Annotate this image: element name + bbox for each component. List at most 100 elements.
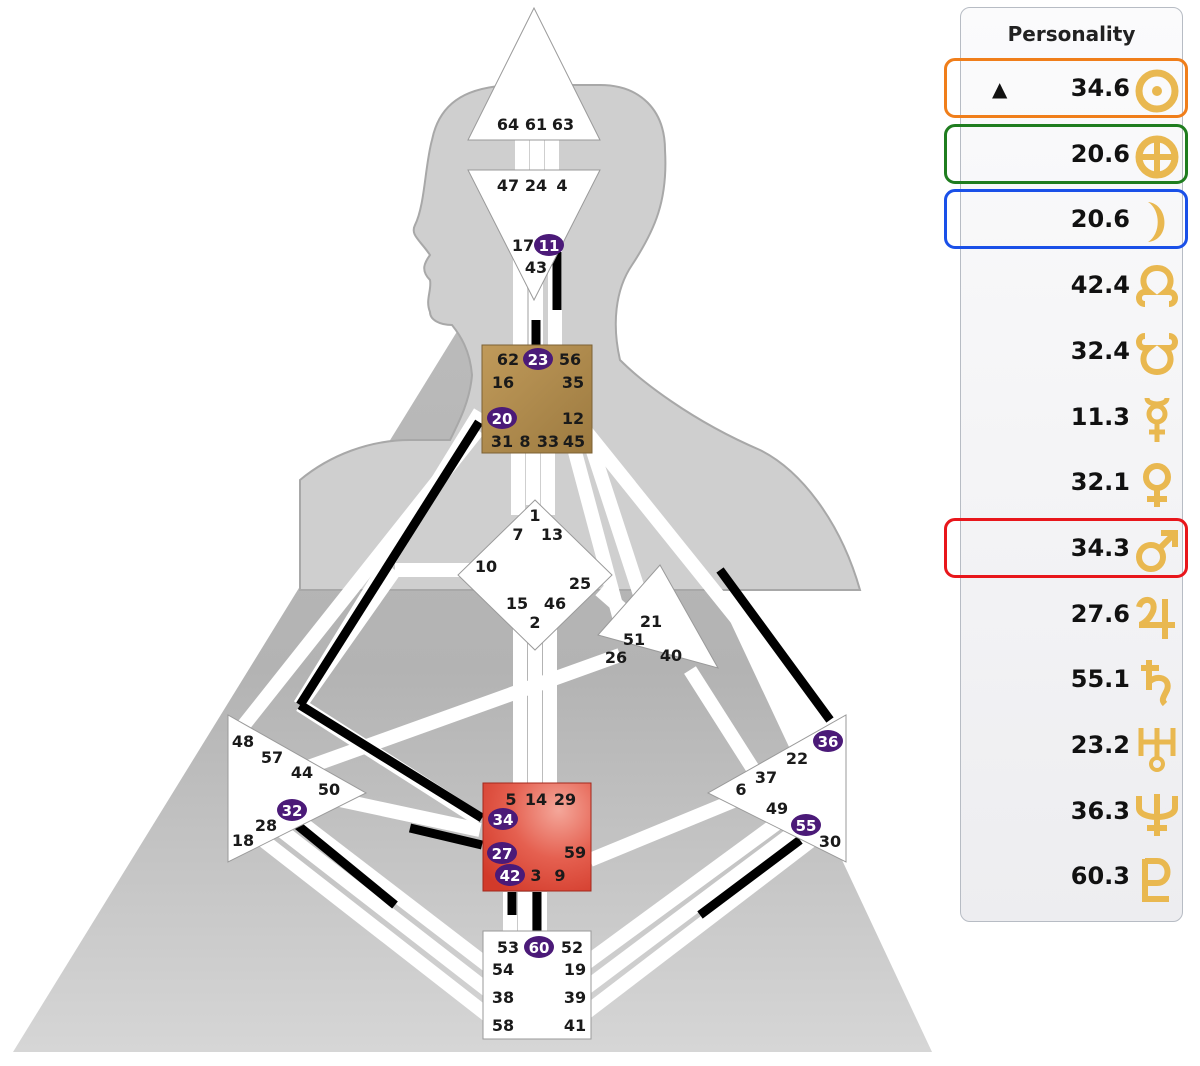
planet-row: 11.3 — [944, 387, 1188, 447]
neptune-icon — [1136, 793, 1178, 836]
active-gate-marker — [488, 808, 518, 830]
gate-label: 22 — [786, 749, 808, 768]
planet-row: 42.4 — [944, 255, 1188, 315]
gate-label: 61 — [525, 115, 547, 134]
gate-label: 47 — [497, 176, 519, 195]
planet-row: 36.3 — [944, 781, 1188, 841]
planet-row: 20.6 — [944, 189, 1188, 250]
gate-label: 33 — [537, 432, 559, 451]
gate-label: 35 — [562, 373, 584, 392]
head-silhouette — [299, 84, 862, 591]
mars-icon — [1136, 529, 1178, 572]
gate-label: 31 — [491, 432, 513, 451]
gate-label: 56 — [559, 350, 581, 369]
south-node-icon — [1136, 332, 1178, 375]
gate-label: 16 — [492, 373, 514, 392]
saturn-icon — [1141, 660, 1171, 707]
planet-value: 20.6 — [1070, 205, 1130, 234]
gate-label: 2 — [529, 613, 540, 632]
planet-value: 32.1 — [1070, 468, 1130, 497]
active-gate-label: 55 — [796, 817, 817, 835]
gate-label: 29 — [554, 790, 576, 809]
gate-label: 6 — [735, 780, 746, 799]
current-marker-icon: ▲ — [992, 77, 1008, 101]
gate-label: 43 — [525, 258, 547, 277]
planet-row: 27.6 — [944, 584, 1188, 644]
gate-label: 38 — [492, 988, 514, 1007]
gate-label: 39 — [564, 988, 586, 1007]
gate-label: 45 — [563, 432, 585, 451]
active-gate-label: 27 — [492, 845, 513, 863]
planet-value: 34.3 — [1070, 533, 1130, 562]
planet-row: 23.2 — [944, 715, 1188, 775]
gate-label: 25 — [569, 574, 591, 593]
gate-label: 5 — [505, 790, 516, 809]
active-gate-marker — [524, 936, 554, 958]
gate-label: 1 — [529, 506, 540, 525]
bodygraph-chart: 64 61 63 47 24 4 17 11 43 62 23 56 16 35… — [13, 6, 932, 1052]
planet-value: 20.6 — [1070, 139, 1130, 168]
planet-value: 34.6 — [1070, 74, 1130, 102]
gate-label: 24 — [525, 176, 547, 195]
planet-value: 32.4 — [1070, 336, 1130, 365]
active-gate-label: 11 — [539, 237, 560, 255]
gate-label: 50 — [318, 780, 340, 799]
gate-label: 62 — [497, 350, 519, 369]
active-gate-marker — [791, 814, 821, 836]
planet-value: 60.3 — [1070, 862, 1130, 891]
gate-label: 58 — [492, 1016, 514, 1035]
active-gate-label: 34 — [493, 811, 514, 829]
gate-label: 3 — [530, 866, 541, 885]
gate-label: 51 — [623, 630, 645, 649]
planet-value: 11.3 — [1070, 402, 1130, 431]
earth-icon — [1135, 135, 1179, 179]
gate-label: 26 — [605, 648, 627, 667]
spleen-center — [227, 714, 368, 863]
gate-label: 48 — [232, 732, 254, 751]
gate-label: 15 — [506, 594, 528, 613]
gate-label: 44 — [291, 763, 313, 782]
pluto-icon — [1142, 858, 1171, 903]
planet-value: 27.6 — [1070, 599, 1130, 628]
active-gate-marker — [487, 407, 517, 429]
active-gate-marker — [487, 842, 517, 864]
gate-label: 14 — [525, 790, 547, 809]
gate-label: 13 — [541, 525, 563, 544]
gate-label: 30 — [819, 832, 841, 851]
planet-value: 36.3 — [1070, 796, 1130, 825]
head-center — [467, 6, 601, 141]
active-gate-label: 60 — [529, 939, 550, 957]
active-gate-label: 23 — [528, 351, 549, 369]
venus-icon — [1143, 463, 1171, 508]
gate-label: 54 — [492, 960, 514, 979]
gate-label: 53 — [497, 938, 519, 957]
gate-label: 8 — [519, 432, 530, 451]
moon-icon — [1148, 202, 1165, 243]
ego-center — [597, 564, 720, 669]
planet-value: 55.1 — [1070, 665, 1130, 694]
gate-label: 57 — [261, 748, 283, 767]
ajna-center — [467, 169, 601, 302]
active-gate-label: 32 — [282, 802, 303, 820]
planet-row: 34.3 — [944, 517, 1188, 578]
active-gate-label: 42 — [500, 867, 521, 885]
gate-label: 46 — [544, 594, 566, 613]
gate-label: 41 — [564, 1016, 586, 1035]
sun-icon — [1135, 69, 1179, 113]
defined-channels — [282, 252, 834, 935]
active-gate-marker — [277, 799, 307, 821]
jupiter-icon — [1136, 596, 1175, 639]
gate-label: 40 — [660, 646, 682, 665]
north-node-icon — [1136, 265, 1178, 308]
gate-label: 52 — [561, 938, 583, 957]
planet-row: 32.1 — [944, 452, 1188, 512]
gate-label: 49 — [766, 799, 788, 818]
gate-label: 19 — [564, 960, 586, 979]
active-gate-label: 36 — [818, 733, 839, 751]
gate-label: 12 — [562, 409, 584, 428]
planet-value: 42.4 — [1070, 271, 1130, 300]
active-gate-marker — [495, 864, 525, 886]
planet-row: 32.4 — [944, 321, 1188, 381]
gate-label: 4 — [556, 176, 567, 195]
